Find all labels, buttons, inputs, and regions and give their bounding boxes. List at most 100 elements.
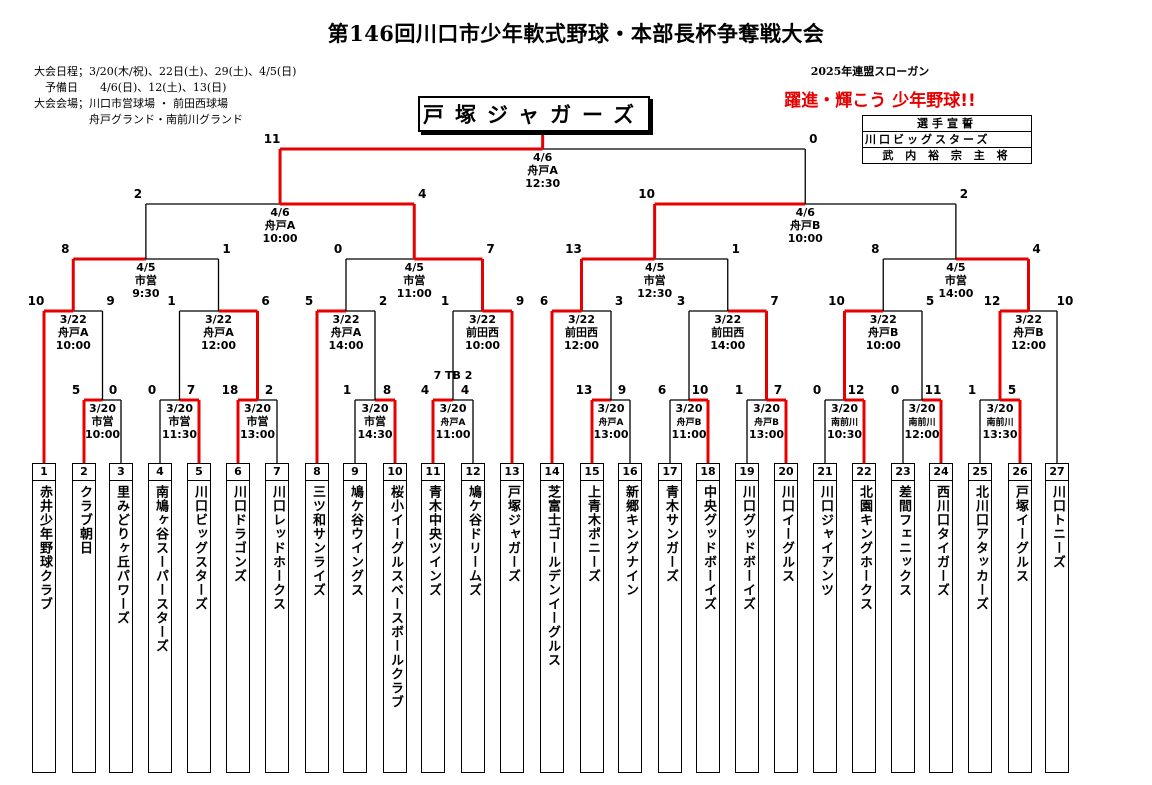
team-number: 20 [775, 464, 797, 481]
team-name: クラブ朝日 [77, 485, 92, 555]
team-name: 赤井少年野球クラブ [37, 485, 52, 611]
team-number: 7 [266, 464, 288, 481]
team-number: 17 [659, 464, 681, 481]
team-name: 上青木ポニーズ [585, 485, 600, 583]
team-name: 新郷キングナイン [623, 485, 638, 597]
game-time: 10:00 [788, 232, 823, 245]
game-time: 13:00 [749, 428, 784, 441]
game-date: 3/20 [676, 402, 703, 415]
game-date: 3/20 [598, 402, 625, 415]
score-left: 1 [343, 383, 351, 397]
game-venue: 市営 [644, 273, 666, 287]
game-venue: 南前川 [986, 416, 1013, 428]
team-number: 14 [541, 464, 563, 481]
team-number: 1 [33, 464, 55, 481]
score-left: 6 [658, 383, 666, 397]
score-right: 9 [516, 294, 524, 308]
team-name: 戸塚ジャガーズ [505, 485, 520, 583]
game-date: 3/20 [244, 402, 271, 415]
score-right: 2 [379, 294, 387, 308]
game-date: 3/22 [568, 313, 595, 326]
team-box: 8 三ツ和サンライズ [305, 463, 329, 773]
team-name: 桜小イーグルスベースボールクラブ [388, 485, 403, 709]
game-time: 11:00 [671, 428, 706, 441]
game-time: 13:00 [240, 428, 275, 441]
game-venue: 舟戸B [868, 325, 898, 339]
game-time: 11:30 [162, 428, 197, 441]
score-right: 9 [106, 294, 114, 308]
team-number: 8 [306, 464, 328, 481]
score-left: 5 [72, 383, 80, 397]
score-right: 5 [926, 294, 934, 308]
game-venue: 舟戸A [527, 163, 558, 177]
game-date: 3/22 [333, 313, 360, 326]
score-left: 10 [28, 294, 45, 308]
score-right: 10 [1057, 294, 1074, 308]
score-left: 6 [540, 294, 548, 308]
game-venue: 市営 [403, 273, 425, 287]
game-date: 3/22 [870, 313, 897, 326]
score-left: 10 [828, 294, 845, 308]
team-name: 川口イーグルス [779, 485, 794, 583]
team-number: 26 [1009, 464, 1031, 481]
team-name: 三ツ和サンライズ [310, 485, 325, 597]
game-venue: 南前川 [831, 416, 858, 428]
game-time: 14:00 [328, 339, 363, 352]
game-time: 13:00 [593, 428, 628, 441]
game-venue: 舟戸B [677, 416, 702, 428]
team-name: 川口ジャイアンツ [818, 485, 833, 597]
slogan: 躍進・輝こう 少年野球!! [784, 91, 976, 111]
game-date: 3/22 [714, 313, 741, 326]
game-venue: 前田西 [466, 325, 499, 339]
game-time: 14:00 [938, 287, 973, 300]
team-box: 20 川口イーグルス [774, 463, 798, 773]
team-number: 11 [422, 464, 444, 481]
score-left: 0 [334, 242, 342, 256]
score-left: 0 [148, 383, 156, 397]
game-time: 10:00 [866, 339, 901, 352]
team-name: 西川口タイガーズ [934, 485, 949, 597]
team-box: 16 新郷キングナイン [618, 463, 642, 773]
game-venue: 市営 [364, 414, 386, 428]
game-date: 3/20 [166, 402, 193, 415]
team-name: 川口トニーズ [1050, 485, 1065, 569]
score-right: 10 [692, 383, 709, 397]
score-left: 1 [441, 294, 449, 308]
game-venue: 南前川 [908, 416, 935, 428]
score-right: 4 [1032, 242, 1040, 256]
team-number: 18 [697, 464, 719, 481]
game-venue: 市営 [945, 273, 967, 287]
score-right: 1 [222, 242, 230, 256]
game-venue: 舟戸A [58, 325, 89, 339]
score-right: 4 [418, 187, 426, 201]
team-number: 12 [462, 464, 484, 481]
team-number: 3 [110, 464, 132, 481]
game-date: 3/20 [987, 402, 1014, 415]
team-number: 25 [969, 464, 991, 481]
game-date: 3/20 [89, 402, 116, 415]
game-time: 9:30 [132, 287, 160, 300]
score-left: 1 [968, 383, 976, 397]
game-venue: 舟戸B [1013, 325, 1043, 339]
game-date: 4/5 [405, 261, 424, 274]
oath-table: 選手宣誓 川口ビッグスターズ 武 内 裕 宗 主 将 [862, 115, 1032, 164]
game-time: 10:00 [56, 339, 91, 352]
game-date: 3/20 [753, 402, 780, 415]
team-number: 16 [619, 464, 641, 481]
score-right: 9 [618, 383, 626, 397]
score-right: 3 [615, 294, 623, 308]
champion-box: 戸塚ジャガーズ [418, 96, 650, 132]
team-name: 中央グッドボーイズ [701, 485, 716, 611]
score-left: 1 [735, 383, 743, 397]
game-time: 10:00 [85, 428, 120, 441]
